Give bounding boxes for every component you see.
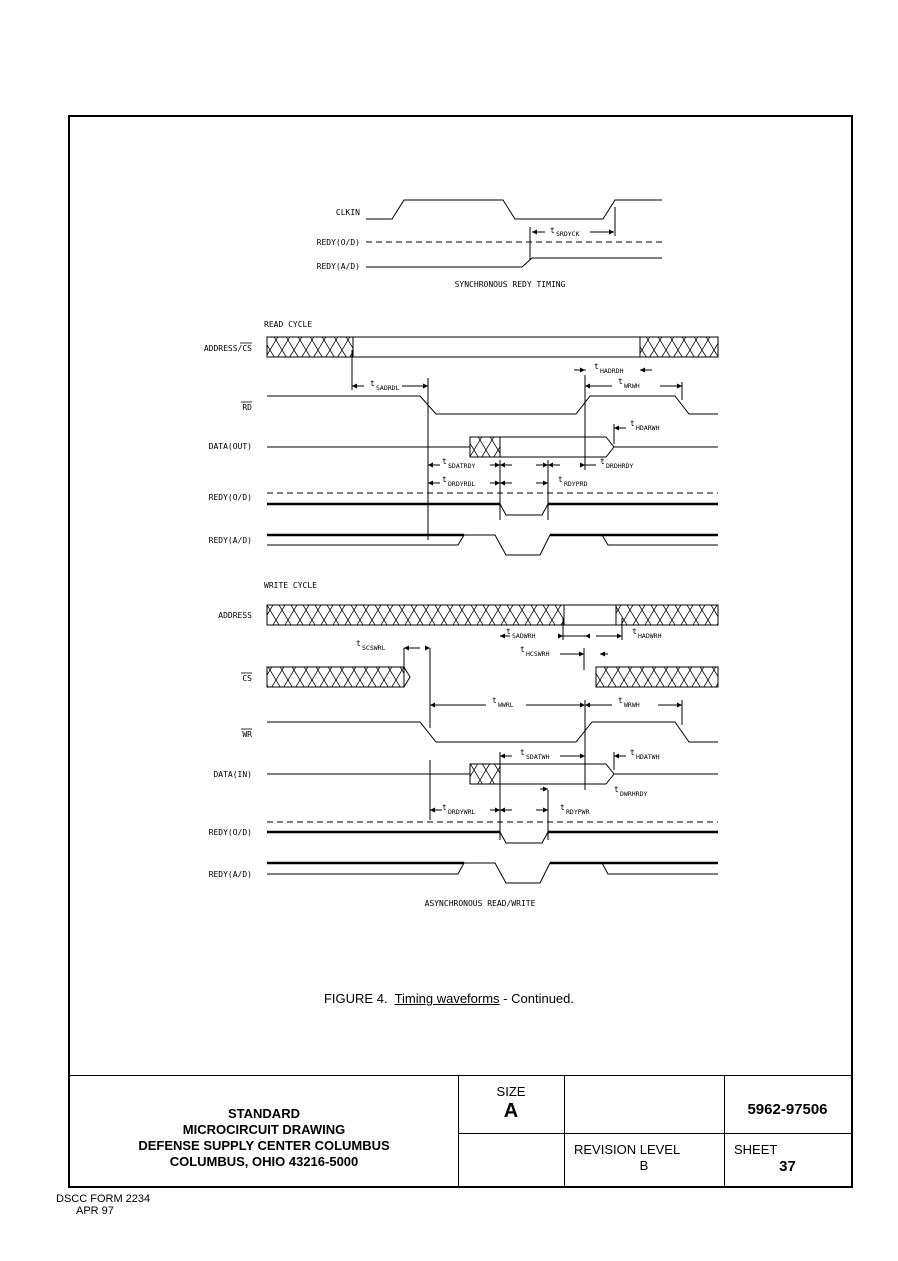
diagram-caption: SYNCHRONOUS REDY TIMING xyxy=(455,280,566,289)
param-t: t xyxy=(618,696,623,705)
signal-label: RD xyxy=(242,403,252,412)
standard-line: STANDARD xyxy=(228,1106,300,1121)
param-label: HCSWRH xyxy=(526,650,550,658)
divider xyxy=(458,1076,459,1187)
form-id: DSCC FORM 2234 APR 97 xyxy=(56,1193,150,1217)
divider xyxy=(458,1133,851,1134)
param-t: t xyxy=(632,627,637,636)
signal-label: REDY(O/D) xyxy=(317,238,360,247)
form-date: APR 97 xyxy=(76,1205,114,1217)
param-label: RDYPWR xyxy=(566,808,590,816)
form-number: DSCC FORM 2234 xyxy=(56,1193,151,1205)
param-t: t xyxy=(520,645,525,654)
param-label: SDATRDY xyxy=(448,462,475,470)
param-t: t xyxy=(550,226,555,235)
size-label: SIZE xyxy=(496,1084,526,1099)
param-label: SCSWRL xyxy=(362,644,386,652)
divider xyxy=(564,1076,565,1187)
param-t: t xyxy=(600,457,605,466)
param-label: SRDYCK xyxy=(556,230,580,238)
revision-value: B xyxy=(639,1158,649,1173)
param-label: HADWRH xyxy=(638,632,662,640)
param-label: SADWRH xyxy=(512,632,536,640)
standard-line: COLUMBUS, OHIO 43216-5000 xyxy=(169,1154,359,1169)
signal-label: DATA(IN) xyxy=(213,770,252,779)
sheet-label: SHEET xyxy=(734,1142,778,1157)
param-t: t xyxy=(506,627,511,636)
figure-suffix: - Continued. xyxy=(503,991,574,1006)
signal-label: REDY(A/D) xyxy=(209,870,252,879)
param-t: t xyxy=(370,379,375,388)
param-t: t xyxy=(442,475,447,484)
param-t: t xyxy=(630,419,635,428)
param-t: t xyxy=(492,696,497,705)
signal-label: REDY(O/D) xyxy=(209,493,252,502)
title-block: STANDARD MICROCIRCUIT DRAWING DEFENSE SU… xyxy=(70,1075,851,1187)
param-t: t xyxy=(558,475,563,484)
param-label: DRDHRDY xyxy=(606,462,633,470)
param-label: SADRDL xyxy=(376,384,400,392)
param-t: t xyxy=(520,748,525,757)
figure-number: FIGURE 4. xyxy=(323,991,388,1006)
param-label: DWRHRDY xyxy=(620,790,647,798)
figure-title: Timing waveforms xyxy=(394,991,500,1006)
standard-block: STANDARD MICROCIRCUIT DRAWING DEFENSE SU… xyxy=(70,1106,458,1170)
diagram-caption: ASYNCHRONOUS READ/WRITE xyxy=(425,899,536,908)
drawing-number: 5962-97506 xyxy=(747,1101,828,1118)
param-t: t xyxy=(560,803,565,812)
param-t: t xyxy=(618,377,623,386)
signal-label: WR xyxy=(242,730,252,739)
param-t: t xyxy=(442,457,447,466)
page-frame xyxy=(68,115,853,1188)
signal-label: ADDRESS xyxy=(218,611,252,620)
signal-label: REDY(O/D) xyxy=(209,828,252,837)
signal-label: CLKIN xyxy=(336,208,360,217)
param-label: DRDYWRL xyxy=(448,808,475,816)
standard-line: MICROCIRCUIT DRAWING xyxy=(182,1122,346,1137)
signal-label: REDY(A/D) xyxy=(317,262,360,271)
param-label: WRWH xyxy=(624,701,640,709)
param-label: HDARWH xyxy=(636,424,660,432)
signal-label: REDY(A/D) xyxy=(209,536,252,545)
sheet-value: 37 xyxy=(779,1158,796,1175)
param-label: SDATWH xyxy=(526,753,550,761)
param-t: t xyxy=(614,785,619,794)
signal-label: DATA(OUT) xyxy=(209,442,252,451)
param-t: t xyxy=(356,639,361,648)
param-label: HADRDH xyxy=(600,367,624,375)
param-label: DRDYRDL xyxy=(448,480,475,488)
param-t: t xyxy=(442,803,447,812)
signal-label: ADDRESS/CS xyxy=(204,344,252,353)
param-t: t xyxy=(594,362,599,371)
param-label: WWRL xyxy=(498,701,514,709)
signal-label: CS xyxy=(242,674,252,683)
section-heading: WRITE CYCLE xyxy=(264,581,317,590)
param-label: HDATWH xyxy=(636,753,660,761)
divider xyxy=(724,1076,725,1187)
size-value: A xyxy=(503,1100,519,1122)
revision-label: REVISION LEVEL xyxy=(574,1142,681,1157)
figure-caption: FIGURE 4. Timing waveforms - Continued. xyxy=(0,991,898,1006)
param-t: t xyxy=(630,748,635,757)
standard-line: DEFENSE SUPPLY CENTER COLUMBUS xyxy=(138,1138,390,1153)
section-heading: READ CYCLE xyxy=(264,320,312,329)
param-label: WRWH xyxy=(624,382,640,390)
param-label: RDYPRD xyxy=(564,480,588,488)
